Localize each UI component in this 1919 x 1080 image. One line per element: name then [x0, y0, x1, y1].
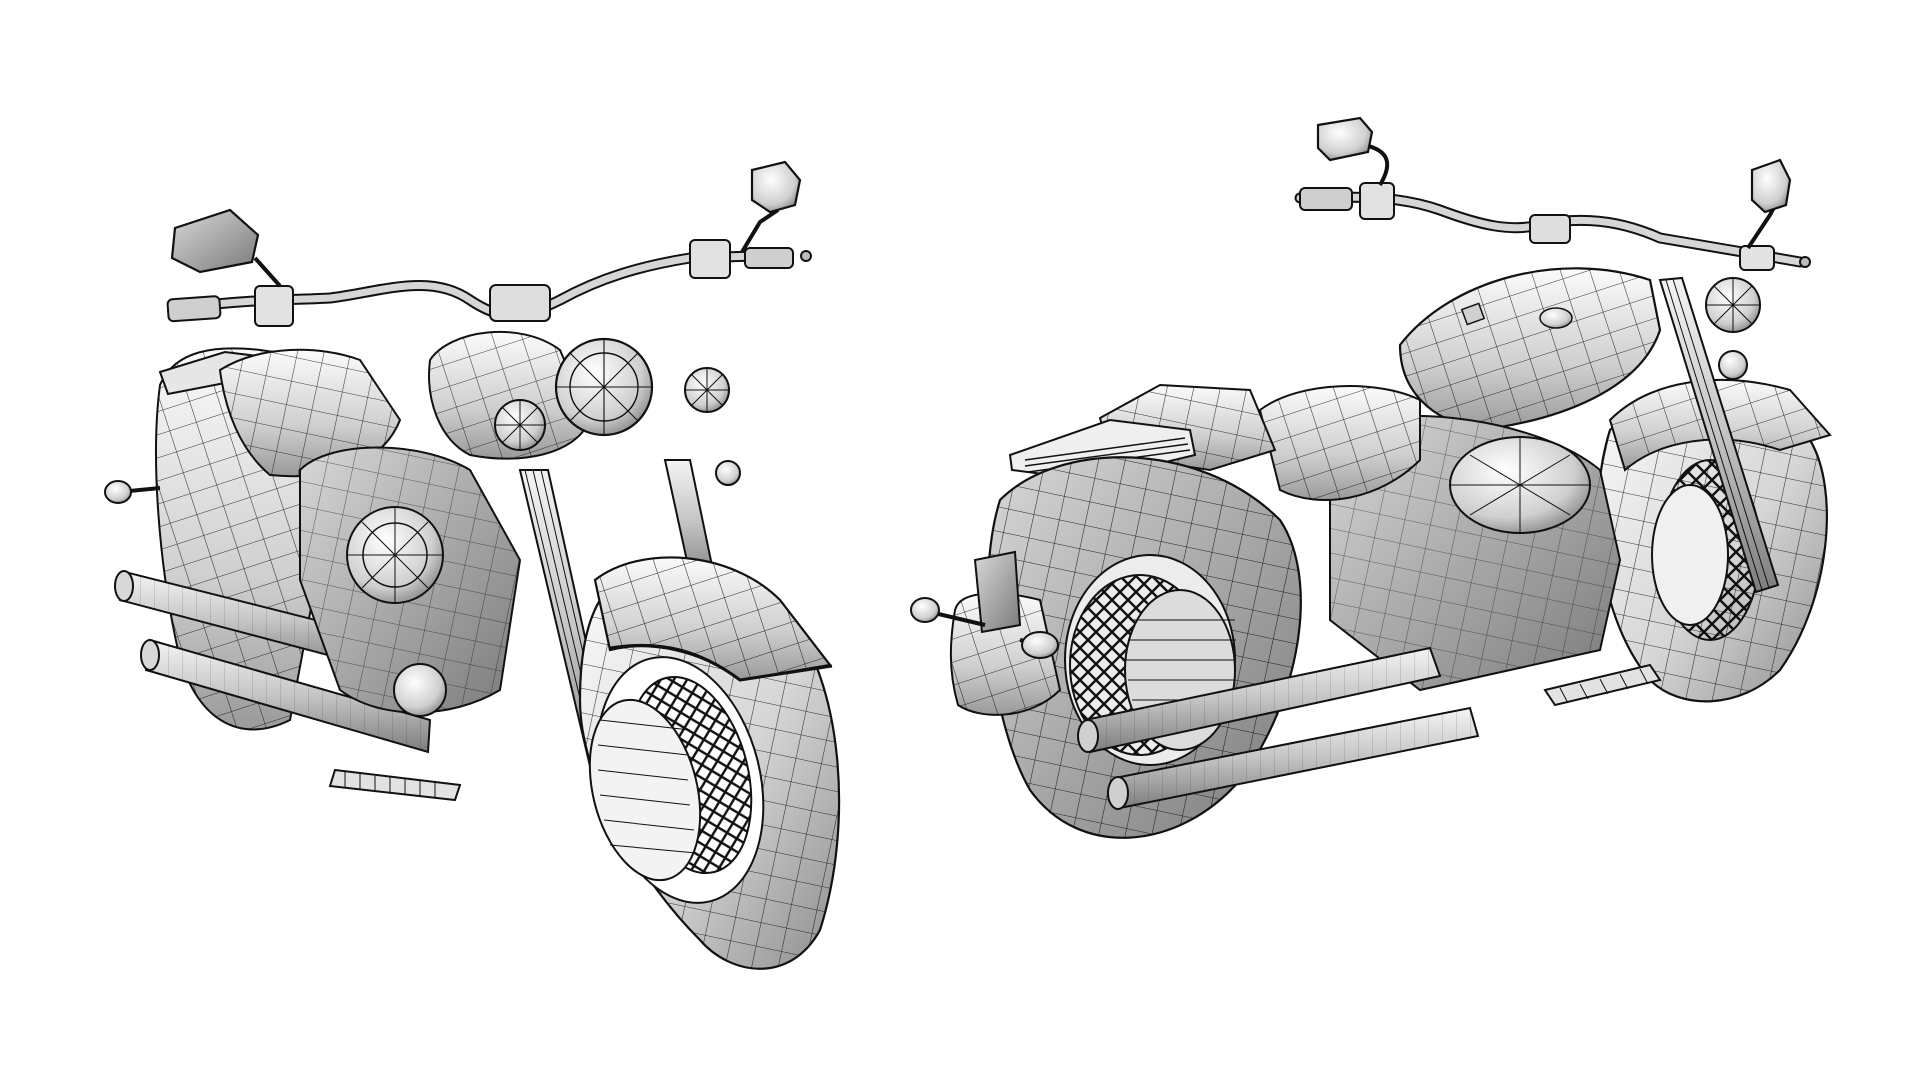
turn-signal-right — [1021, 631, 1059, 659]
turn-signal-rear-left — [104, 480, 161, 504]
mirrors-left-bike — [170, 160, 802, 288]
front-wheel-right-bike — [1597, 379, 1832, 703]
headlight-right-bike — [1705, 277, 1761, 380]
rear-wheel-right-bike — [949, 456, 1302, 839]
tank-emblem-icon — [1460, 302, 1486, 326]
mirrors-right-bike — [1316, 116, 1792, 250]
engine-left-bike — [299, 446, 522, 717]
footboard-left-bike — [328, 768, 462, 802]
seat-right-bike — [1098, 383, 1421, 501]
seat-left-bike — [218, 348, 402, 478]
front-fork-right-bike — [1658, 276, 1780, 594]
headlight-cluster-left-bike — [494, 337, 741, 486]
motorcycle-rear-view: Motorcycle wireframe - rear three-quarte… — [910, 116, 1832, 839]
footboard-right-bike — [1543, 663, 1662, 707]
turn-signal-left — [910, 597, 940, 623]
fuel-tank-right-bike — [1398, 267, 1662, 432]
handlebar-left-bike — [166, 239, 812, 327]
exhaust-pipes-right-bike — [1077, 646, 1480, 810]
front-fender-left-bike — [593, 556, 833, 682]
fuel-tank-left-bike — [428, 330, 592, 460]
engine-right-bike — [1329, 414, 1622, 692]
motorcycle-front-view: Motorcycle wireframe - front three-quart… — [104, 160, 841, 970]
tail-light-right-bike — [910, 550, 1059, 659]
handlebar-right-bike — [1294, 182, 1811, 271]
